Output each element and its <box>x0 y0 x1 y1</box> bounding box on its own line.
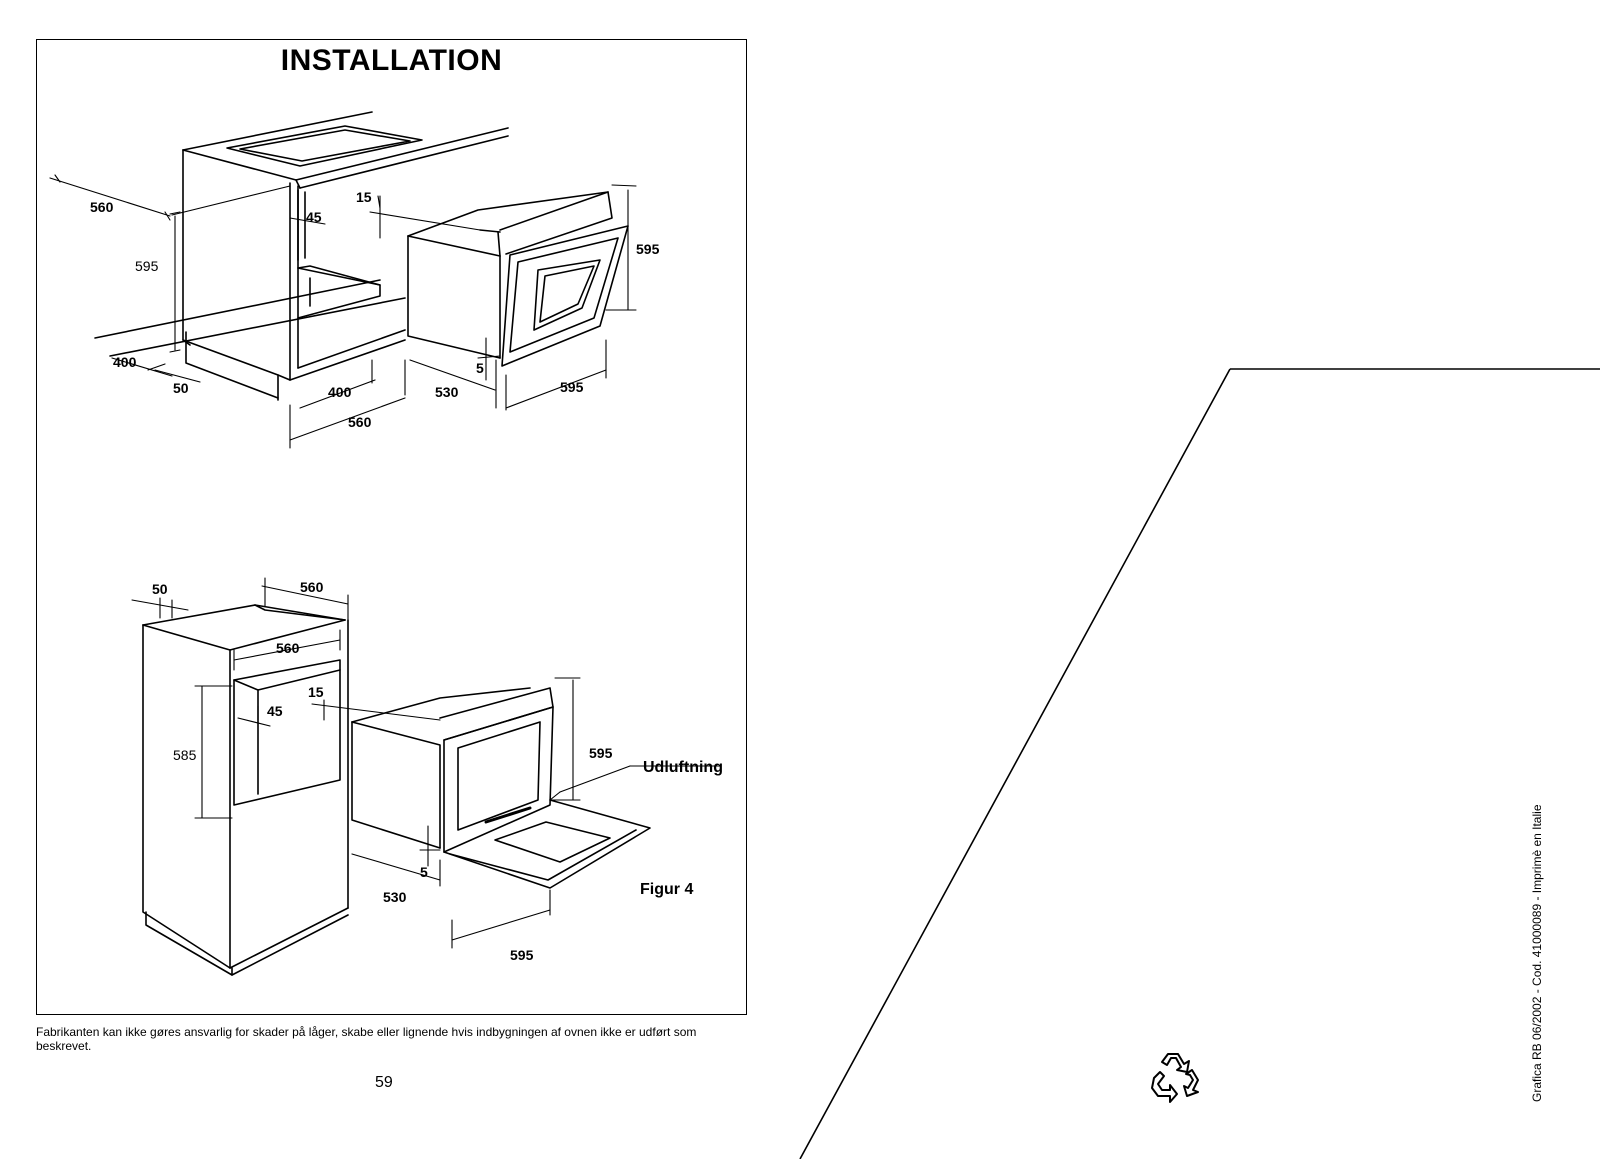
top-dimension-lines <box>49 174 637 449</box>
dim-top-5: 5 <box>476 360 484 376</box>
liability-note: Fabrikanten kan ikke gøres ansvarlig for… <box>36 1025 697 1053</box>
dim-top-50: 50 <box>173 380 189 396</box>
dim-top-560-left: 560 <box>90 199 114 215</box>
bottom-oven-drawing <box>351 687 651 889</box>
dim-bottom-560-inner: 560 <box>276 640 300 656</box>
dim-top-400-bottom: 400 <box>328 384 352 400</box>
dim-top-530: 530 <box>435 384 459 400</box>
dim-top-595-left: 595 <box>135 258 159 274</box>
dim-bottom-595-right: 595 <box>589 745 613 761</box>
printer-imprint: Grafica RB 06/2002 - Cod. 41000089 - Imp… <box>1530 804 1544 1103</box>
dim-bottom-5: 5 <box>420 864 428 880</box>
dim-bottom-530: 530 <box>383 889 407 905</box>
dim-bottom-50: 50 <box>152 581 168 597</box>
dim-top-595-bottom: 595 <box>560 379 584 395</box>
dim-top-45: 45 <box>306 209 322 225</box>
page-number: 59 <box>375 1074 393 1091</box>
bottom-cabinet-drawing <box>142 604 349 976</box>
dim-top-595-right: 595 <box>636 241 660 257</box>
dim-top-15: 15 <box>356 189 372 205</box>
bottom-dimension-lines <box>131 577 721 949</box>
vent-label: Udluftning <box>643 759 723 776</box>
installation-frame <box>36 39 747 1015</box>
dim-top-400-side: 400 <box>113 354 137 370</box>
recycle-icon <box>1151 1053 1199 1103</box>
top-oven-drawing <box>407 191 629 367</box>
dim-bottom-15: 15 <box>308 684 324 700</box>
dim-bottom-560-top: 560 <box>300 579 324 595</box>
page-divider-line <box>799 368 1600 1159</box>
dim-top-560-bottom: 560 <box>348 414 372 430</box>
dim-bottom-585: 585 <box>173 747 197 763</box>
page-title: INSTALLATION <box>280 44 503 77</box>
dim-bottom-595-bottom: 595 <box>510 947 534 963</box>
top-cabinet-drawing <box>94 111 509 401</box>
dim-bottom-45: 45 <box>267 703 283 719</box>
figure-label: Figur 4 <box>640 881 693 898</box>
